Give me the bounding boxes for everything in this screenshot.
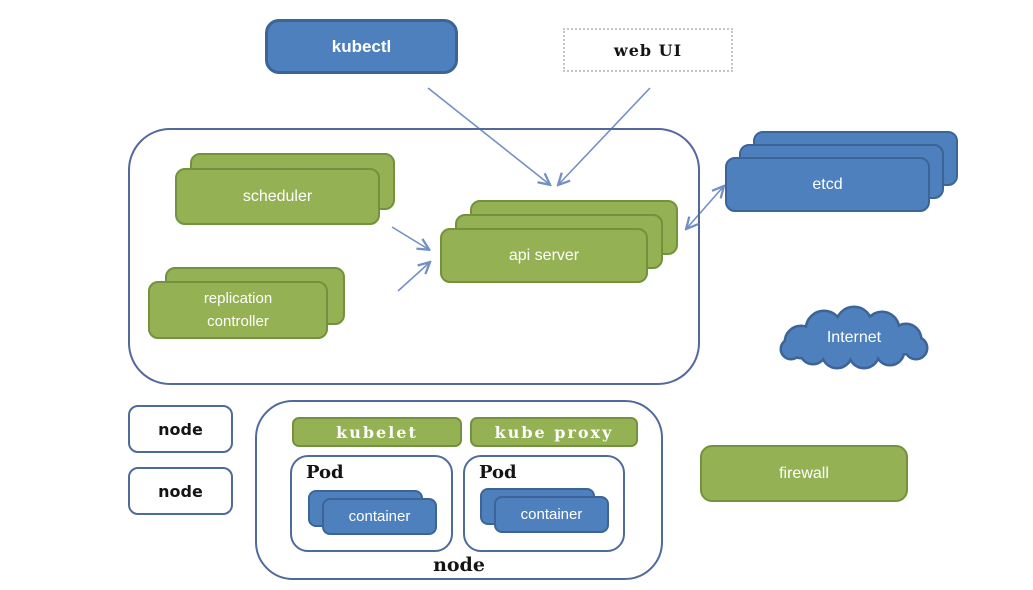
replication-controller-stack: replication controller [148,267,345,339]
node-box-2: node [128,467,233,515]
cloud-icon [779,305,929,370]
kubelet-label: kubelet [336,422,418,442]
pod-1-container-label: container [348,508,411,525]
pod-2-container-label: container [520,506,583,523]
etcd-stack: etcd [725,131,958,212]
replication-controller-label: replication controller [203,289,273,330]
node-main-container: node [255,400,663,580]
kubectl-label: kubectl [331,36,392,56]
etcd-label: etcd [812,175,843,193]
scheduler-card-front: scheduler [175,168,380,225]
kube-proxy-box: kube proxy [470,417,638,447]
scheduler-stack: scheduler [175,153,395,225]
firewall-label: firewall [779,464,829,482]
kubectl-box: kubectl [265,19,458,74]
node-box-1-label: node [158,419,203,439]
pod-2-label: Pod [479,462,517,483]
pod-2: Pod container [463,455,625,552]
api-server-stack: api server [440,200,678,283]
api-server-label: api server [508,246,580,264]
web-ui-box: web UI [563,28,733,72]
node-main-label: node [433,554,485,576]
replication-controller-card-front: replication controller [148,281,328,339]
internet-label: Internet [826,329,882,346]
pod-1-label: Pod [306,462,344,483]
pod-2-container-front: container [494,496,609,533]
pod-1-container-front: container [322,498,437,535]
kube-proxy-label: kube proxy [494,422,614,442]
api-server-card-front: api server [440,228,648,283]
etcd-card-front: etcd [725,157,930,212]
node-box-2-label: node [158,481,203,501]
node-box-1: node [128,405,233,453]
scheduler-label: scheduler [242,187,313,205]
internet-cloud: Internet [768,302,940,374]
web-ui-label: web UI [613,40,683,60]
master-container [128,128,700,385]
kubelet-box: kubelet [292,417,462,447]
pod-1: Pod container [290,455,453,552]
firewall-box: firewall [700,445,908,502]
